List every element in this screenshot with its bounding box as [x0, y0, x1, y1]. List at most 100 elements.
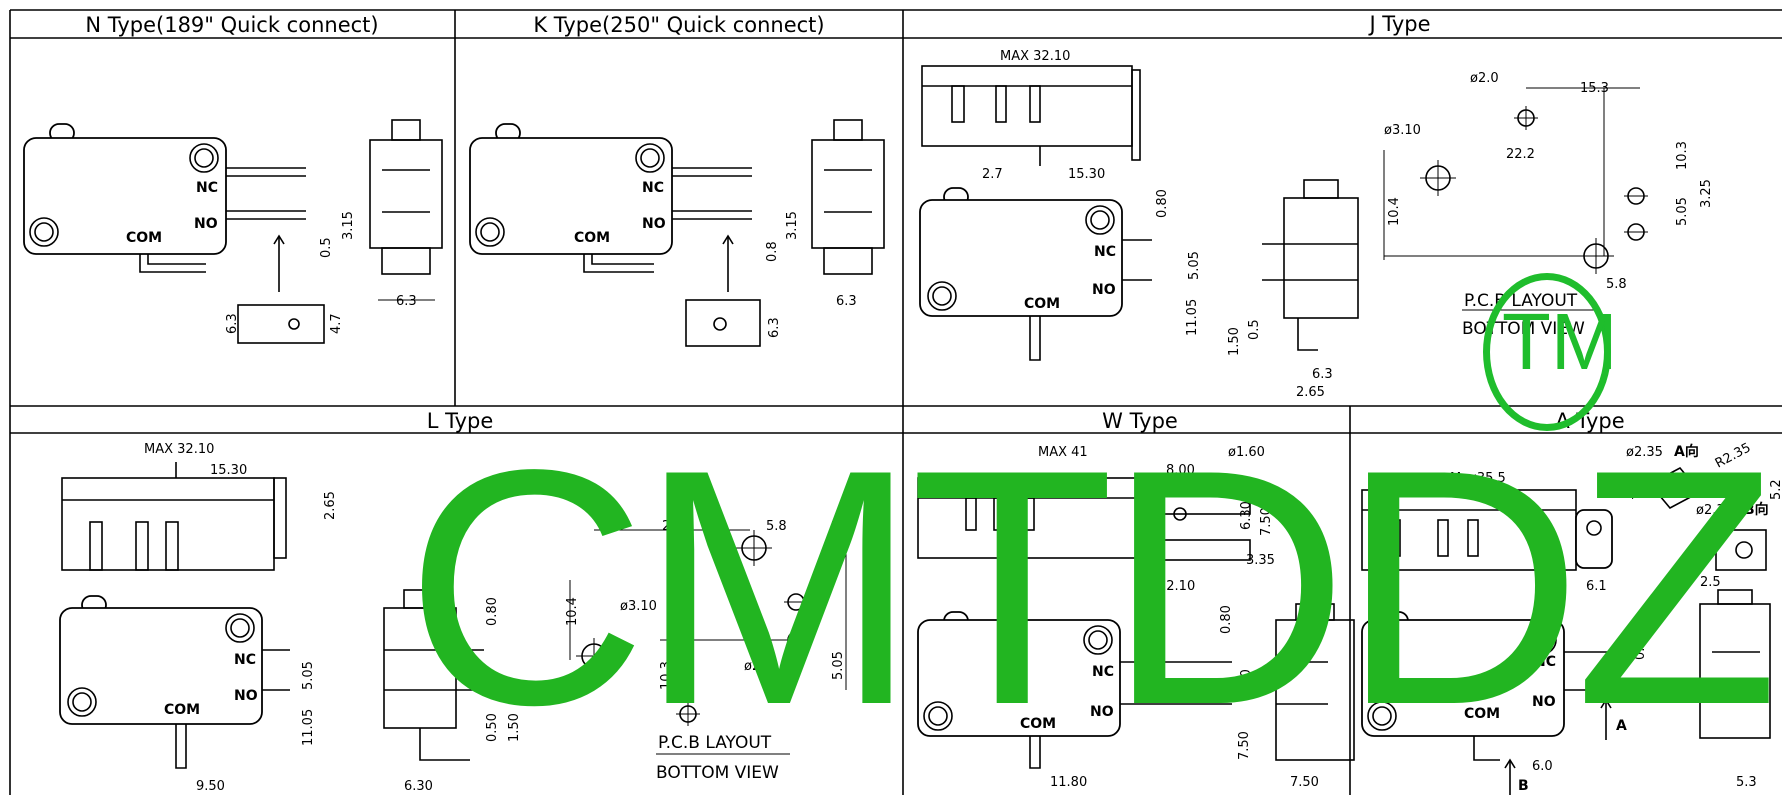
- k-type-title: K Type(250" Quick connect): [533, 13, 824, 37]
- j-pcb-layout: [1383, 87, 1648, 274]
- l-pcb-dim: ø3.10: [620, 599, 657, 614]
- a-dim: Max35.5: [1450, 471, 1506, 486]
- n-dim: 6.3: [396, 294, 417, 309]
- l-dim: 6.30: [404, 779, 433, 794]
- w-nc-label: NC: [1092, 664, 1114, 680]
- watermark-text: CMTDDZ: [405, 400, 1779, 774]
- w-dim: MAX 41: [1038, 445, 1088, 460]
- j-dim: 2.7: [982, 167, 1003, 182]
- w-type-title: W Type: [1102, 409, 1178, 433]
- l-dim: MAX 32.10: [144, 442, 214, 457]
- n-com-label: COM: [126, 230, 162, 246]
- j-dim: 1.50: [1227, 327, 1242, 356]
- table-grid: [9, 9, 1782, 795]
- a-dim: 0.8: [1633, 639, 1648, 660]
- j-pcb-dim: 10.3: [1675, 141, 1690, 170]
- n-dim: 4.7: [329, 313, 344, 334]
- j-nc-label: NC: [1094, 244, 1116, 260]
- a-dim: 5.2: [1769, 479, 1782, 500]
- b-arrow-label: B: [1518, 778, 1529, 794]
- j-dim: 2.65: [1296, 385, 1325, 400]
- a-dim: ø2.35: [1626, 445, 1663, 460]
- a-no-label: NO: [1532, 694, 1556, 710]
- l-com-label: COM: [164, 702, 200, 718]
- j-pcb-dim: ø2.0: [1470, 71, 1499, 86]
- l-no-label: NO: [234, 688, 258, 704]
- l-pcb-dim: ø2.0: [744, 659, 773, 674]
- a-dim: A向: [1674, 443, 1699, 460]
- a-dim: 5.3: [1736, 775, 1757, 790]
- w-dim: 8.00: [1166, 463, 1195, 478]
- a-dim: ø2.35: [1696, 503, 1733, 518]
- j-pcb-dim: 10.4: [1387, 197, 1402, 226]
- w-dim: 7.50: [1259, 507, 1274, 536]
- j-type-title: J Type: [1367, 12, 1430, 36]
- l-pcb-title: P.C.B LAYOUT: [658, 733, 772, 753]
- j-type-drawing: [919, 65, 1359, 361]
- a-dim: 6.0: [1532, 759, 1553, 774]
- l-dim: 2.65: [323, 491, 338, 520]
- a-dim: 3.7: [1677, 679, 1692, 700]
- n-type-drawing: [23, 119, 443, 344]
- l-dim: 1.50: [507, 713, 522, 742]
- l-type-drawing: [59, 462, 484, 769]
- l-pcb-dim: 5.05: [831, 651, 846, 680]
- trademark-text: TM: [1502, 297, 1618, 386]
- j-dim: 0.5: [1247, 319, 1262, 340]
- l-dim: 9.50: [196, 779, 225, 794]
- k-dim: 6.3: [767, 317, 782, 338]
- k-dim: 6.3: [836, 294, 857, 309]
- l-pcb-dim: 5.8: [766, 519, 787, 534]
- w-dim: 12.10: [1158, 579, 1195, 594]
- l-dim: 11.05: [301, 709, 316, 746]
- a-type-drawing: [1361, 466, 1771, 795]
- w-dim: 11.80: [1050, 775, 1087, 790]
- k-nc-label: NC: [642, 180, 664, 196]
- n-no-label: NO: [194, 216, 218, 232]
- j-pcb-dim: ø3.10: [1384, 123, 1421, 138]
- w-dim: 6.30: [1239, 501, 1254, 530]
- k-no-label: NO: [642, 216, 666, 232]
- l-pcb-dim: 10.4: [565, 597, 580, 626]
- a-arrow-label: A: [1616, 718, 1627, 734]
- a-dim: B向: [1744, 501, 1769, 518]
- w-dim: 6.80: [1239, 669, 1254, 698]
- n-dim: 0.5: [319, 237, 334, 258]
- w-dim: 0.80: [1219, 605, 1234, 634]
- l-dim: 15.30: [210, 463, 247, 478]
- w-dim: 7.50: [1237, 731, 1252, 760]
- j-dim: 11.05: [1185, 299, 1200, 336]
- k-com-label: COM: [574, 230, 610, 246]
- n-type-title: N Type(189" Quick connect): [85, 13, 378, 37]
- a-dim: 6.1: [1586, 579, 1607, 594]
- w-dim: 7.50: [1290, 775, 1319, 790]
- j-pcb-dim: 3.25: [1699, 179, 1714, 208]
- n-dim: 3.15: [341, 211, 356, 240]
- n-dim: 6.3: [225, 313, 240, 334]
- a-com-label: COM: [1464, 706, 1500, 722]
- j-dim: MAX 32.10: [1000, 49, 1070, 64]
- k-dim: 0.8: [765, 241, 780, 262]
- a-dim: 7.3: [1631, 479, 1646, 500]
- l-pcb-dim: 3.25: [831, 519, 846, 548]
- j-dim: 0.80: [1155, 189, 1170, 218]
- w-dim: ø1.60: [1228, 445, 1265, 460]
- j-dim: 6.3: [1312, 367, 1333, 382]
- j-pcb-dim: 5.8: [1606, 277, 1627, 292]
- k-dim: 3.15: [785, 211, 800, 240]
- l-nc-label: NC: [234, 652, 256, 668]
- l-pcb-dim: 22.2: [662, 519, 691, 534]
- j-pcb-dim: 5.05: [1675, 197, 1690, 226]
- trademark-circle: [1483, 273, 1611, 431]
- j-pcb-dim: 15.3: [1580, 81, 1609, 96]
- k-type-drawing: [469, 119, 885, 347]
- l-dim: 0.50: [485, 713, 500, 742]
- l-dim: 0.80: [485, 597, 500, 626]
- j-no-label: NO: [1092, 282, 1116, 298]
- j-dim: 5.05: [1187, 251, 1202, 280]
- w-type-drawing: [917, 477, 1355, 769]
- n-nc-label: NC: [196, 180, 218, 196]
- a-dim: 2.5: [1700, 575, 1721, 590]
- l-type-title: L Type: [427, 409, 494, 433]
